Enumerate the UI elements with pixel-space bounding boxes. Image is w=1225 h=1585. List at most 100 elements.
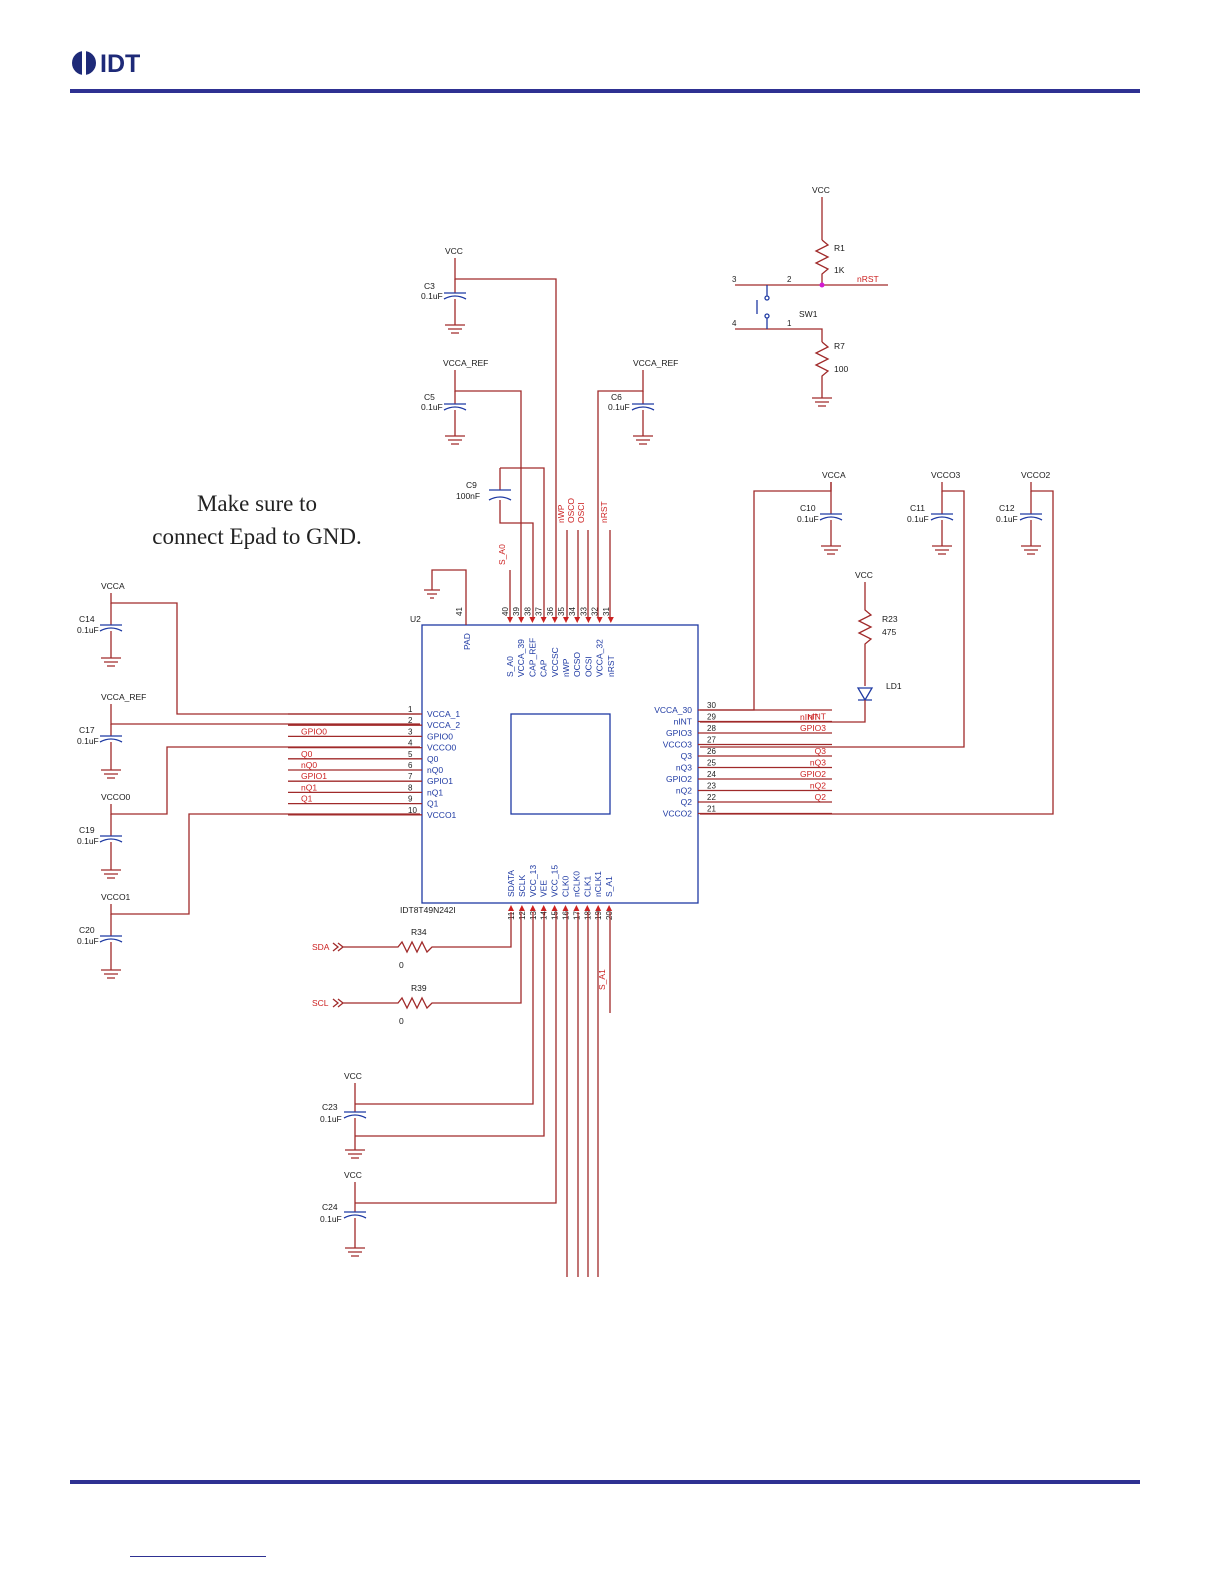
- c11-ref: C11: [910, 503, 925, 513]
- c19-value: 0.1uF: [77, 836, 99, 846]
- c10-rail: VCCA: [822, 470, 846, 480]
- c14-rail: VCCA: [101, 581, 125, 591]
- bottom-pin-number: 12: [518, 911, 527, 920]
- footer-rule: [70, 1480, 1140, 1484]
- c11-wire: [700, 482, 965, 748]
- right-pin-name: VCCO2: [663, 809, 693, 819]
- right-pin-net: Q3: [815, 746, 827, 756]
- top-pin-arrow-icon: [540, 617, 547, 623]
- c14-ref: C14: [79, 614, 95, 624]
- right-pin-name: GPIO2: [666, 774, 692, 784]
- c17-value: 0.1uF: [77, 736, 99, 746]
- r1-value: 1K: [834, 265, 845, 275]
- c20-ref: C20: [79, 925, 95, 935]
- top-pin-arrow-icon: [563, 617, 569, 623]
- r39-ref: R39: [411, 983, 427, 993]
- c3-wire: [454, 258, 557, 617]
- left-pin-name: nQ1: [427, 787, 443, 797]
- footer-link-underline: [130, 1556, 266, 1557]
- left-pin-number: 6: [408, 761, 413, 770]
- left-pin-net: Q1: [301, 794, 313, 804]
- ld1-led-icon: [856, 687, 874, 702]
- top-pin-name: VCCSC: [550, 647, 560, 677]
- c14-value: 0.1uF: [77, 625, 99, 635]
- c9-ref: C9: [466, 480, 477, 490]
- top-pin-arrow-icon: [585, 617, 592, 623]
- c5-ref: C5: [424, 392, 435, 402]
- c12-ground-icon: [1021, 520, 1041, 555]
- r7-resistor-icon: [812, 341, 832, 407]
- bottom-pin-arrow-icon: [540, 905, 547, 911]
- net-sda: SDA: [312, 942, 330, 952]
- pad-wire: [431, 569, 467, 625]
- top-pin-arrow-icon: [607, 617, 614, 623]
- c12-cap-icon: [1019, 513, 1043, 521]
- left-pin-name: VCCO1: [427, 810, 457, 820]
- left-pin-number: 1: [408, 705, 413, 714]
- left-pin-name: GPIO0: [427, 731, 453, 741]
- left-pin-net: GPIO0: [301, 726, 327, 736]
- bottom-pin-name: VEE: [539, 880, 549, 897]
- r1-rail: VCC: [812, 185, 830, 195]
- r34-resistor-icon: [332, 912, 512, 954]
- c23-cap-icon: [343, 1111, 367, 1119]
- c3-rail: VCC: [445, 246, 463, 256]
- r1-ref: R1: [834, 243, 845, 253]
- net-nrst-top: nRST: [599, 501, 609, 523]
- sw1-pin-1: 1: [787, 319, 792, 328]
- ic-body: [421, 624, 699, 904]
- top-pin-arrow-icon: [596, 617, 603, 623]
- left-pin-number: 3: [408, 727, 413, 736]
- ld1-wire: [700, 700, 866, 723]
- c11-value: 0.1uF: [907, 514, 929, 524]
- r7-value: 100: [834, 364, 848, 374]
- ic-ref: U2: [410, 614, 421, 624]
- r7-ref: R7: [834, 341, 845, 351]
- c23-ref: C23: [322, 1102, 338, 1112]
- bottom-pin-number: 15: [551, 911, 560, 920]
- right-pin-name: GPIO3: [666, 728, 692, 738]
- right-pin-number: 30: [707, 701, 716, 710]
- net-nrst: nRST: [857, 274, 879, 284]
- top-pin-number: 36: [546, 607, 555, 616]
- left-pin-name: VCCO0: [427, 743, 457, 753]
- c24-value: 0.1uF: [320, 1214, 342, 1224]
- c10-ref: C10: [800, 503, 816, 513]
- c19-ref: C19: [79, 825, 95, 835]
- r1-resistor-icon: [814, 239, 830, 285]
- sw1-pin-3: 3: [732, 275, 737, 284]
- sw1-bottom-wire: [735, 328, 823, 342]
- top-pin-number: 38: [523, 607, 532, 616]
- bottom-pin-arrow-icon: [508, 905, 514, 911]
- right-pin-number: 27: [707, 736, 716, 745]
- top-pin-name: nRST: [606, 655, 616, 677]
- bottom-pin-name: S_A1: [604, 876, 614, 897]
- bottom-pin-arrow-icon: [584, 905, 591, 911]
- c11-ground-icon: [932, 520, 952, 555]
- left-pin-number: 2: [408, 716, 413, 725]
- ic-epad: [510, 713, 611, 815]
- top-pin-name: OCSO: [572, 652, 582, 677]
- top-pin-number: 31: [602, 607, 611, 616]
- bottom-pin-name: CLK1: [582, 875, 592, 897]
- bottom-pin-number: 17: [572, 911, 581, 920]
- top-pin-arrow-icon: [529, 617, 536, 623]
- c12-rail: VCCO2: [1021, 470, 1051, 480]
- c6-cap-icon: [631, 403, 655, 411]
- c3-ground-icon: [445, 299, 465, 334]
- top-pin-number: 34: [568, 607, 577, 616]
- ld1-ref: LD1: [886, 681, 902, 691]
- bottom-pin-name: CLK0: [561, 875, 571, 897]
- r39-resistor-icon: [332, 912, 522, 1010]
- c11-cap-icon: [930, 513, 954, 521]
- right-pin-net: nINT: [808, 712, 826, 722]
- logo-text: IDT: [100, 50, 141, 78]
- top-pin-number: 33: [579, 607, 588, 616]
- net-osco: OSCO: [566, 498, 576, 523]
- r23-rail: VCC: [855, 570, 873, 580]
- sw1-switch-icon: [756, 285, 770, 329]
- top-pin-name: CAP: [539, 659, 549, 677]
- c23-ground-icon: [345, 912, 545, 1159]
